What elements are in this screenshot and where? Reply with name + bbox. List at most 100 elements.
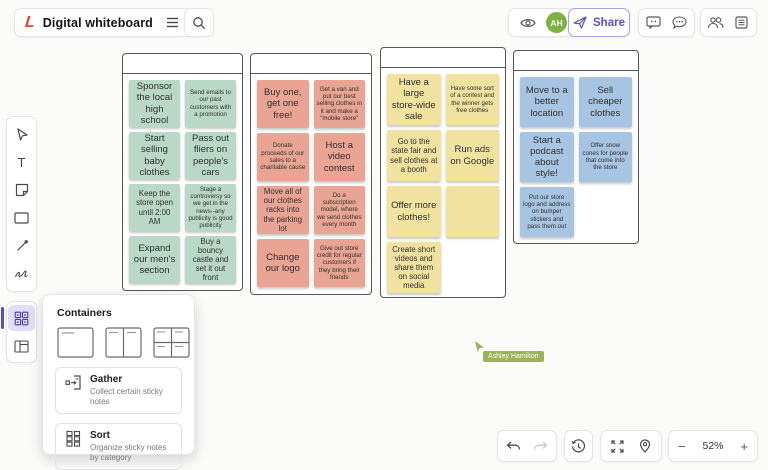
scribble-tool-button[interactable] bbox=[8, 261, 35, 287]
cursor-icon bbox=[15, 127, 29, 141]
sticky-note-tool-button[interactable] bbox=[8, 177, 35, 203]
gather-option-title: Gather bbox=[90, 374, 123, 385]
organize-toolbar bbox=[1, 301, 37, 363]
location-pin-icon bbox=[639, 439, 651, 453]
scribble-icon bbox=[14, 268, 29, 280]
view-controls-group bbox=[600, 430, 662, 462]
viewers-button[interactable] bbox=[516, 11, 540, 35]
container-title-bar[interactable] bbox=[123, 54, 242, 74]
history-button[interactable] bbox=[564, 430, 593, 462]
sticky-note[interactable]: Create short videos and share them on so… bbox=[387, 242, 441, 293]
comment-dots-icon bbox=[646, 16, 661, 29]
sticky-note[interactable]: Buy a bouncy castle and set it out front bbox=[185, 236, 236, 283]
people-icon bbox=[707, 16, 724, 29]
collaborators-button[interactable] bbox=[703, 11, 727, 35]
container-title-bar[interactable] bbox=[514, 51, 638, 71]
avatar[interactable]: AH bbox=[546, 12, 567, 33]
fullscreen-button[interactable] bbox=[605, 434, 629, 458]
lucid-logo-icon[interactable]: L bbox=[24, 13, 36, 31]
sticky-note[interactable]: Expand our men's section bbox=[129, 236, 180, 283]
share-button[interactable]: Share bbox=[568, 8, 630, 37]
sticky-note[interactable]: Stage a controversy so we get in the new… bbox=[185, 184, 236, 231]
history-clock-icon bbox=[571, 438, 586, 454]
sticky-note-container-1[interactable]: Sponsor the local high school Send email… bbox=[122, 53, 243, 291]
sticky-note-icon bbox=[15, 183, 29, 197]
sticky-note[interactable]: Have a large store-wide sale bbox=[387, 74, 441, 125]
container-title-bar[interactable] bbox=[251, 54, 371, 74]
sticky-note-container-2[interactable]: Buy one, get one free! Get a van and put… bbox=[250, 53, 372, 295]
eye-icon bbox=[520, 17, 536, 29]
gather-option[interactable]: Gather Collect certain sticky notes bbox=[55, 367, 182, 414]
containers-icon bbox=[14, 311, 29, 326]
sticky-note[interactable]: Offer snow cones for people that come in… bbox=[578, 132, 632, 182]
collaborator-cursor: Ashley Hamilton bbox=[474, 341, 544, 362]
sticky-note[interactable]: Have some sort of a contest and the winn… bbox=[445, 74, 499, 125]
container-body: Buy one, get one free! Get a van and put… bbox=[251, 74, 371, 293]
sticky-note-container-4[interactable]: Move to a better location Sell cheaper c… bbox=[513, 50, 639, 244]
paper-plane-icon bbox=[573, 16, 587, 29]
sticky-note[interactable]: Run ads on Google bbox=[445, 130, 499, 181]
sticky-note[interactable]: Donate proceeds of our sales to a charit… bbox=[257, 133, 309, 181]
sticky-note[interactable]: Move all of our clothes racks into the p… bbox=[257, 186, 309, 234]
undo-button[interactable] bbox=[501, 434, 525, 458]
notes-panel-button[interactable] bbox=[730, 11, 754, 35]
frame-icon bbox=[14, 339, 29, 353]
line-tool-button[interactable] bbox=[8, 233, 35, 259]
frame-tool-button[interactable] bbox=[8, 333, 35, 359]
sticky-note[interactable]: Put our store logo and address on bumper… bbox=[520, 187, 574, 237]
shape-tool-button[interactable] bbox=[8, 205, 35, 231]
active-tool-indicator bbox=[1, 307, 4, 329]
sticky-note[interactable]: Keep the store open until 2:00 AM bbox=[129, 184, 180, 231]
sticky-note[interactable]: Do a subscription model, where we send c… bbox=[313, 186, 365, 234]
sticky-note[interactable]: Change our logo bbox=[257, 239, 309, 287]
document-header: L Digital whiteboard bbox=[14, 8, 196, 37]
undo-redo-group bbox=[497, 430, 557, 462]
gather-icon bbox=[65, 374, 82, 391]
gather-option-text: Gather Collect certain sticky notes bbox=[90, 374, 172, 407]
four-quadrant-container-thumbnail[interactable] bbox=[153, 327, 190, 358]
search-button[interactable] bbox=[184, 8, 214, 37]
zoom-out-button[interactable]: − bbox=[678, 438, 686, 454]
select-tool-button[interactable] bbox=[8, 121, 35, 147]
document-title[interactable]: Digital whiteboard bbox=[42, 15, 153, 30]
chat-button[interactable] bbox=[668, 11, 692, 35]
sticky-note[interactable]: Go to the state fair and sell clothes at… bbox=[387, 130, 441, 181]
team-group bbox=[700, 8, 757, 37]
zoom-level[interactable]: 52% bbox=[702, 440, 724, 452]
sticky-note[interactable]: Offer more clothes! bbox=[387, 186, 441, 237]
comment-button[interactable] bbox=[641, 11, 665, 35]
sort-option-title: Sort bbox=[90, 430, 110, 441]
container-body: Have a large store-wide sale Have some s… bbox=[381, 68, 505, 299]
container-body: Sponsor the local high school Send email… bbox=[123, 74, 242, 289]
sticky-note[interactable]: Move to a better location bbox=[520, 77, 574, 127]
menu-button[interactable] bbox=[161, 11, 185, 35]
sticky-note[interactable]: Pass out fliers on people's cars bbox=[185, 132, 236, 179]
sort-option[interactable]: Sort Organize sticky notes by category bbox=[55, 423, 182, 470]
sticky-note[interactable]: Sponsor the local high school bbox=[129, 80, 180, 127]
text-icon: T bbox=[17, 154, 26, 170]
sticky-note[interactable]: Send emails to our past customers with a… bbox=[185, 80, 236, 127]
sort-icon bbox=[65, 430, 82, 447]
two-column-container-thumbnail[interactable] bbox=[105, 327, 142, 358]
text-tool-button[interactable]: T bbox=[8, 149, 35, 175]
container-body: Move to a better location Sell cheaper c… bbox=[514, 71, 638, 243]
sticky-note[interactable]: Get a van and put our best selling cloth… bbox=[313, 80, 365, 128]
collaborator-name-badge: Ashley Hamilton bbox=[483, 351, 544, 362]
redo-button[interactable] bbox=[529, 434, 553, 458]
sticky-note[interactable]: Start selling baby clothes bbox=[129, 132, 180, 179]
sticky-note-container-3[interactable]: Have a large store-wide sale Have some s… bbox=[380, 47, 506, 298]
drawing-toolbar: T bbox=[6, 116, 37, 292]
sticky-note[interactable]: Buy one, get one free! bbox=[257, 80, 309, 128]
collaborator-cursor-icon bbox=[474, 341, 485, 353]
zoom-in-button[interactable]: + bbox=[740, 438, 748, 454]
hamburger-icon bbox=[166, 17, 179, 28]
sticky-note-blank[interactable] bbox=[445, 186, 499, 237]
sticky-note[interactable]: Give out store credit for regular custom… bbox=[313, 239, 365, 287]
containers-tool-button[interactable] bbox=[1, 305, 35, 331]
sticky-note[interactable]: Start a podcast about style! bbox=[520, 132, 574, 182]
container-title-bar[interactable] bbox=[381, 48, 505, 68]
single-container-thumbnail[interactable] bbox=[57, 327, 94, 358]
sticky-note[interactable]: Sell cheaper clothes bbox=[578, 77, 632, 127]
location-pin-button[interactable] bbox=[633, 434, 657, 458]
sticky-note[interactable]: Host a video contest bbox=[313, 133, 365, 181]
